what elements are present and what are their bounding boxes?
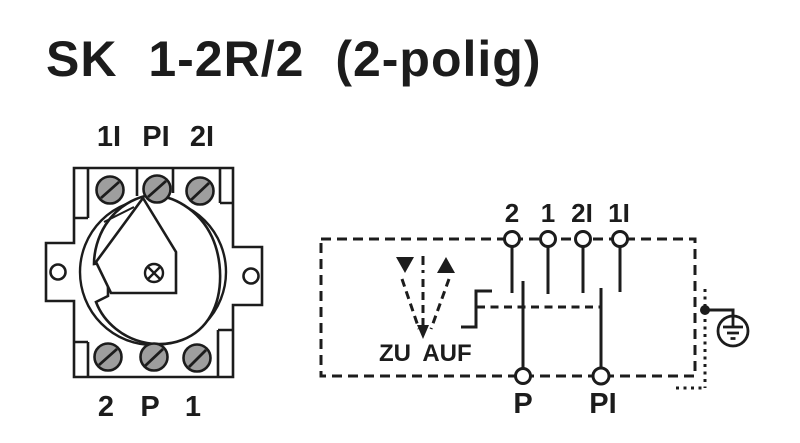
schematic-label-1I: 1I — [608, 198, 630, 228]
terminal-label-P: P — [140, 391, 159, 423]
screw-icon-bottom-right — [182, 343, 212, 373]
rotary-switch-front-view: 1I PI 2I — [44, 121, 264, 423]
terminal-label-PI: PI — [142, 121, 169, 153]
page-title: SK 1-2R/2 (2-polig) — [46, 31, 542, 87]
terminal-circle-2I — [574, 230, 592, 248]
rotation-dash-right — [429, 278, 451, 330]
screw-icon-bottom-left — [93, 342, 123, 372]
screw-icon-top-left — [95, 175, 125, 205]
schematic-label-2: 2 — [505, 198, 519, 228]
auf-direction-arrow-icon — [437, 257, 455, 273]
rotation-label-zu: ZU — [379, 340, 411, 367]
schematic-label-PI: PI — [589, 388, 616, 420]
switch-housing-outline — [44, 166, 264, 379]
terminal-circle-1I — [611, 230, 629, 248]
schematic-enclosure-box — [319, 237, 697, 378]
terminal-circle-PI — [591, 366, 611, 386]
terminal-label-2: 2 — [98, 391, 114, 423]
housing-notch-lines — [74, 168, 233, 377]
zu-direction-arrow-icon — [396, 257, 414, 273]
terminal-label-2I: 2I — [190, 121, 214, 153]
detent-plate — [94, 195, 178, 295]
actuator-arrow-head-icon — [417, 325, 429, 339]
left-tab-hole — [49, 263, 67, 281]
terminal-circle-1 — [539, 230, 557, 248]
earth-ground-icon — [716, 314, 750, 348]
fixed-contact-lines — [510, 246, 622, 294]
terminal-label-1I: 1I — [97, 121, 121, 153]
screw-icon-bottom-middle — [139, 342, 169, 372]
schematic-label-1: 1 — [541, 198, 555, 228]
screw-icon-top-middle — [142, 174, 172, 204]
schematic-label-P: P — [513, 388, 532, 420]
rotation-dash-left — [400, 278, 421, 330]
terminal-circle-2 — [503, 230, 521, 248]
detent-step-bracket — [461, 289, 492, 329]
right-tab-hole — [242, 267, 260, 285]
schematic-label-2I: 2I — [571, 198, 593, 228]
circuit-schematic: 2 1 2I 1I P PI — [319, 198, 750, 420]
cam-detail-line — [103, 206, 135, 223]
terminal-label-1: 1 — [185, 391, 201, 423]
rotation-label-auf: AUF — [422, 340, 471, 367]
terminal-circle-P — [514, 367, 532, 385]
pe-dotted-line — [676, 289, 707, 390]
axle-cross-icon — [143, 262, 165, 284]
screw-icon-top-right — [185, 176, 215, 206]
